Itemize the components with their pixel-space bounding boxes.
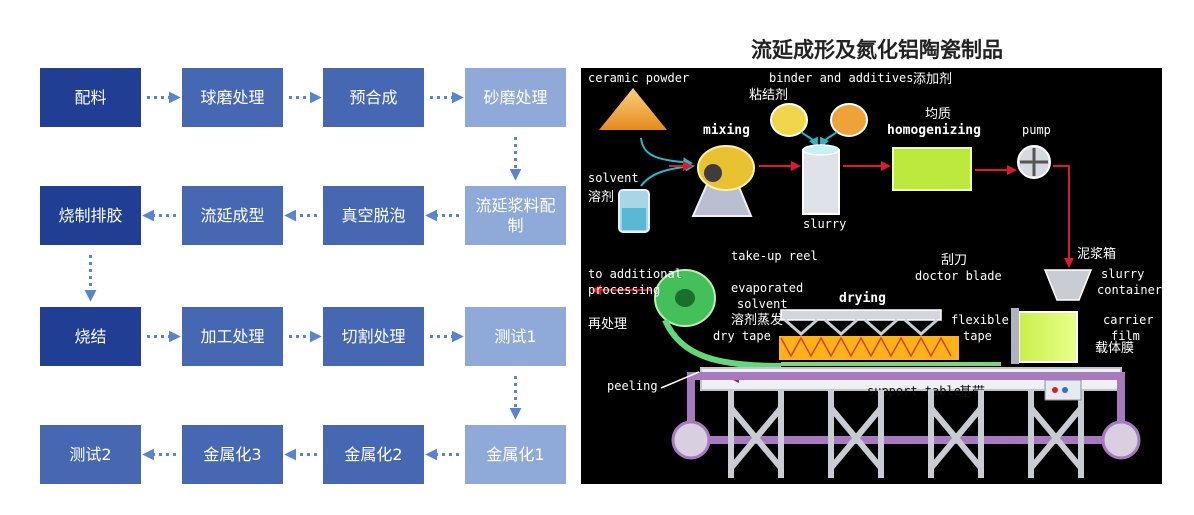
label-film: film: [1111, 329, 1140, 343]
step-box: 预合成: [323, 68, 424, 127]
step-box: 金属化2: [323, 425, 424, 484]
step-box: 金属化1: [465, 425, 566, 484]
label-take-up-reel: take-up reel: [731, 249, 818, 263]
step-box: 配料: [40, 68, 141, 127]
label-to-additional: to additional: [588, 267, 682, 281]
label-solvent-cn: 溶剂: [588, 190, 614, 205]
label-flexible: flexible: [951, 313, 1009, 327]
homogenizer-box: [892, 147, 972, 191]
step-box: 砂磨处理: [465, 68, 566, 127]
label-homogenizing-cn: 均质: [925, 107, 951, 122]
right-roller: [1101, 420, 1141, 460]
step-box: 真空脱泡: [323, 186, 424, 245]
label-binder-cn2: 粘结剂: [749, 88, 788, 103]
label-processing: processing: [588, 283, 660, 297]
step-box: 烧制排胶: [40, 186, 141, 245]
binder-beaker-left: [770, 103, 808, 137]
label-mixing: mixing: [703, 123, 750, 138]
label-homogenizing: homogenizing: [887, 123, 981, 138]
label-doctor-cn: 刮刀: [941, 253, 967, 268]
heated-tape: [779, 336, 959, 360]
label-evaporated: evaporated: [731, 281, 803, 295]
label-ceramic-powder: ceramic powder: [588, 71, 689, 85]
label-binder-cn: 添加剂: [913, 72, 952, 87]
step-box: 球磨处理: [182, 68, 283, 127]
step-box: 金属化3: [182, 425, 283, 484]
slurry-container: [1018, 311, 1078, 363]
label-solvent: solvent: [588, 171, 639, 185]
step-box: 流延成型: [182, 186, 283, 245]
left-roller: [671, 420, 711, 460]
ceramic-powder-pile: [599, 88, 667, 130]
doctor-blade: [1011, 308, 1019, 364]
label-carrier-cn: 载体膜: [1095, 341, 1134, 356]
label-evap-cn: 溶剂蒸发: [731, 312, 783, 328]
flow-arrows: [84, 91, 522, 461]
schematic-title: 流延成形及氮化铝陶瓷制品: [751, 38, 1003, 62]
step-box: 测试1: [465, 307, 566, 366]
step-box: 切割处理: [323, 307, 424, 366]
process-flowchart: 配料 球磨处理 预合成 砂磨处理 流延浆料配制 真空脱泡 流延成型 烧制排胶 烧…: [0, 0, 580, 515]
label-container-cn: 泥浆箱: [1077, 246, 1116, 262]
label-pump: pump: [1022, 123, 1051, 137]
label-drying: drying: [839, 291, 886, 306]
label-binder: binder and additives: [769, 71, 914, 85]
label-dry-tape: dry tape: [713, 329, 771, 343]
label-support-table: support table: [867, 384, 961, 398]
step-box: 测试2: [40, 425, 141, 484]
label-doctor-blade: doctor blade: [915, 269, 1002, 283]
label-container: container: [1097, 283, 1162, 297]
step-box: 烧结: [40, 307, 141, 366]
label-peeling: peeling: [607, 379, 658, 393]
label-slurry: slurry: [803, 217, 846, 231]
label-reprocess-cn: 再处理: [588, 317, 627, 332]
schematic-drawing: ceramic powder solvent 溶剂 mixing binder …: [588, 71, 1162, 478]
step-box: 加工处理: [182, 307, 283, 366]
binder-beaker-right: [830, 103, 868, 137]
drying-hood: [780, 309, 942, 321]
slurry-tank: [802, 149, 840, 215]
label-slurry2: slurry: [1101, 267, 1144, 281]
label-carrier: carrier: [1103, 313, 1154, 327]
label-tape: tape: [963, 329, 992, 343]
label-evap-solvent: solvent: [737, 297, 788, 311]
step-box: 流延浆料配制: [465, 186, 566, 245]
tape-casting-schematic: ceramic powder solvent 溶剂 mixing binder …: [581, 68, 1162, 484]
